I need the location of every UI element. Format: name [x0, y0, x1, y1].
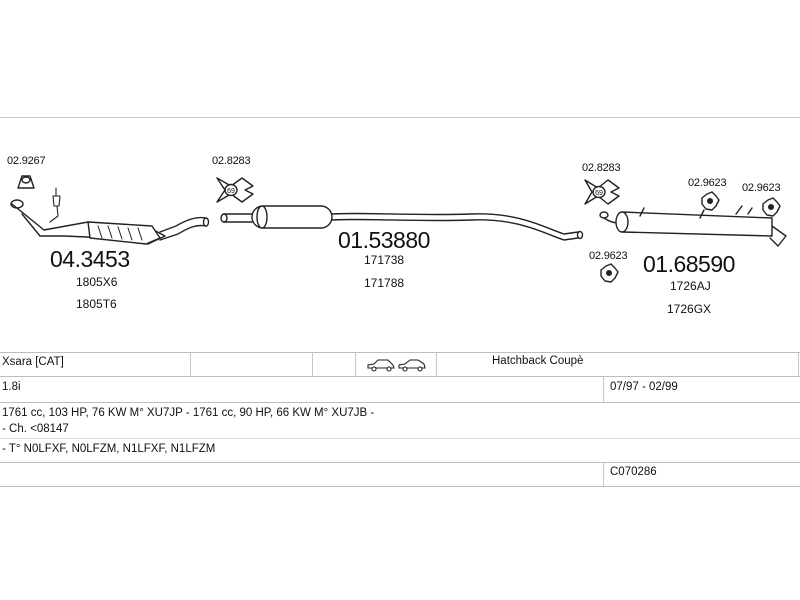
table-rule [0, 462, 800, 463]
col-divider [798, 352, 799, 376]
rubber-mount-b-code: 02.9623 [742, 182, 781, 194]
rear-silencer-part [599, 205, 787, 247]
vehicle-model: Xsara [CAT] [2, 356, 64, 368]
mount-front-icon [216, 177, 254, 203]
front-pipe-part [10, 187, 210, 245]
middle-silencer-code: 01.53880 [338, 227, 430, 253]
middle-silencer-part [220, 205, 584, 241]
engine: 1.8i [2, 381, 21, 393]
table-row: Xsara [CAT] Hatchback Coupè [0, 352, 800, 376]
col-divider [355, 352, 356, 376]
mount-rear-code: 02.8283 [582, 162, 621, 174]
mount-front-code: 02.8283 [212, 155, 251, 167]
car-body-icons [366, 358, 428, 375]
catalog-ref: C070286 [610, 466, 657, 478]
car-icon [367, 359, 426, 372]
mount-front-badge: 69 [227, 188, 235, 195]
table-rule [0, 352, 800, 353]
front-pipe-ref-1: 1805X6 [76, 275, 118, 289]
mount-rear-icon [584, 179, 620, 205]
rear-silencer-ref-1: 1726AJ [670, 279, 711, 293]
vehicle-info-table: Xsara [CAT] Hatchback Coupè 1.8i 0 [0, 352, 800, 492]
table-rule [0, 376, 800, 377]
table-rule [0, 486, 800, 487]
exhaust-diagram: 69 69 [10, 175, 787, 283]
top-rule [0, 117, 800, 118]
rear-silencer-code: 01.68590 [643, 251, 735, 277]
col-divider [190, 352, 191, 376]
table-row: C070286 [0, 462, 800, 486]
front-pipe-ref-2: 1805T6 [76, 297, 117, 311]
table-row: 1761 cc, 103 HP, 76 KW M° XU7JP - 1761 c… [0, 402, 800, 470]
rubber-mount-c-icon [600, 263, 619, 283]
mount-rear-badge: 69 [595, 190, 603, 197]
rubber-mount-c-code: 02.9623 [589, 250, 628, 262]
rear-silencer-ref-2: 1726GX [667, 302, 712, 316]
table-row: 1.8i 07/97 - 02/99 [0, 376, 800, 402]
engine-details: 1761 cc, 103 HP, 76 KW M° XU7JP - 1761 c… [2, 407, 375, 419]
type-codes: - T° N0LFXF, N0LFZM, N1LFXF, N1LFZM [2, 443, 216, 455]
clamp-left-code: 02.9267 [7, 155, 46, 167]
rubber-mount-a-icon [701, 191, 720, 211]
col-divider [436, 352, 437, 376]
middle-silencer-ref-1: 171738 [364, 253, 405, 267]
col-divider [603, 376, 604, 402]
production-period: 07/97 - 02/99 [610, 381, 678, 393]
chassis-limit: - Ch. <08147 [2, 423, 69, 435]
middle-silencer-ref-2: 171788 [364, 276, 405, 290]
rubber-mount-a-code: 02.9623 [688, 177, 727, 189]
table-rule [0, 438, 800, 439]
col-divider [312, 352, 313, 376]
body-type: Hatchback Coupè [492, 355, 584, 367]
front-pipe-code: 04.3453 [50, 246, 130, 272]
table-rule [0, 402, 800, 403]
rubber-mount-b-icon [762, 197, 781, 217]
clamp-icon [17, 175, 35, 189]
col-divider [603, 462, 604, 486]
